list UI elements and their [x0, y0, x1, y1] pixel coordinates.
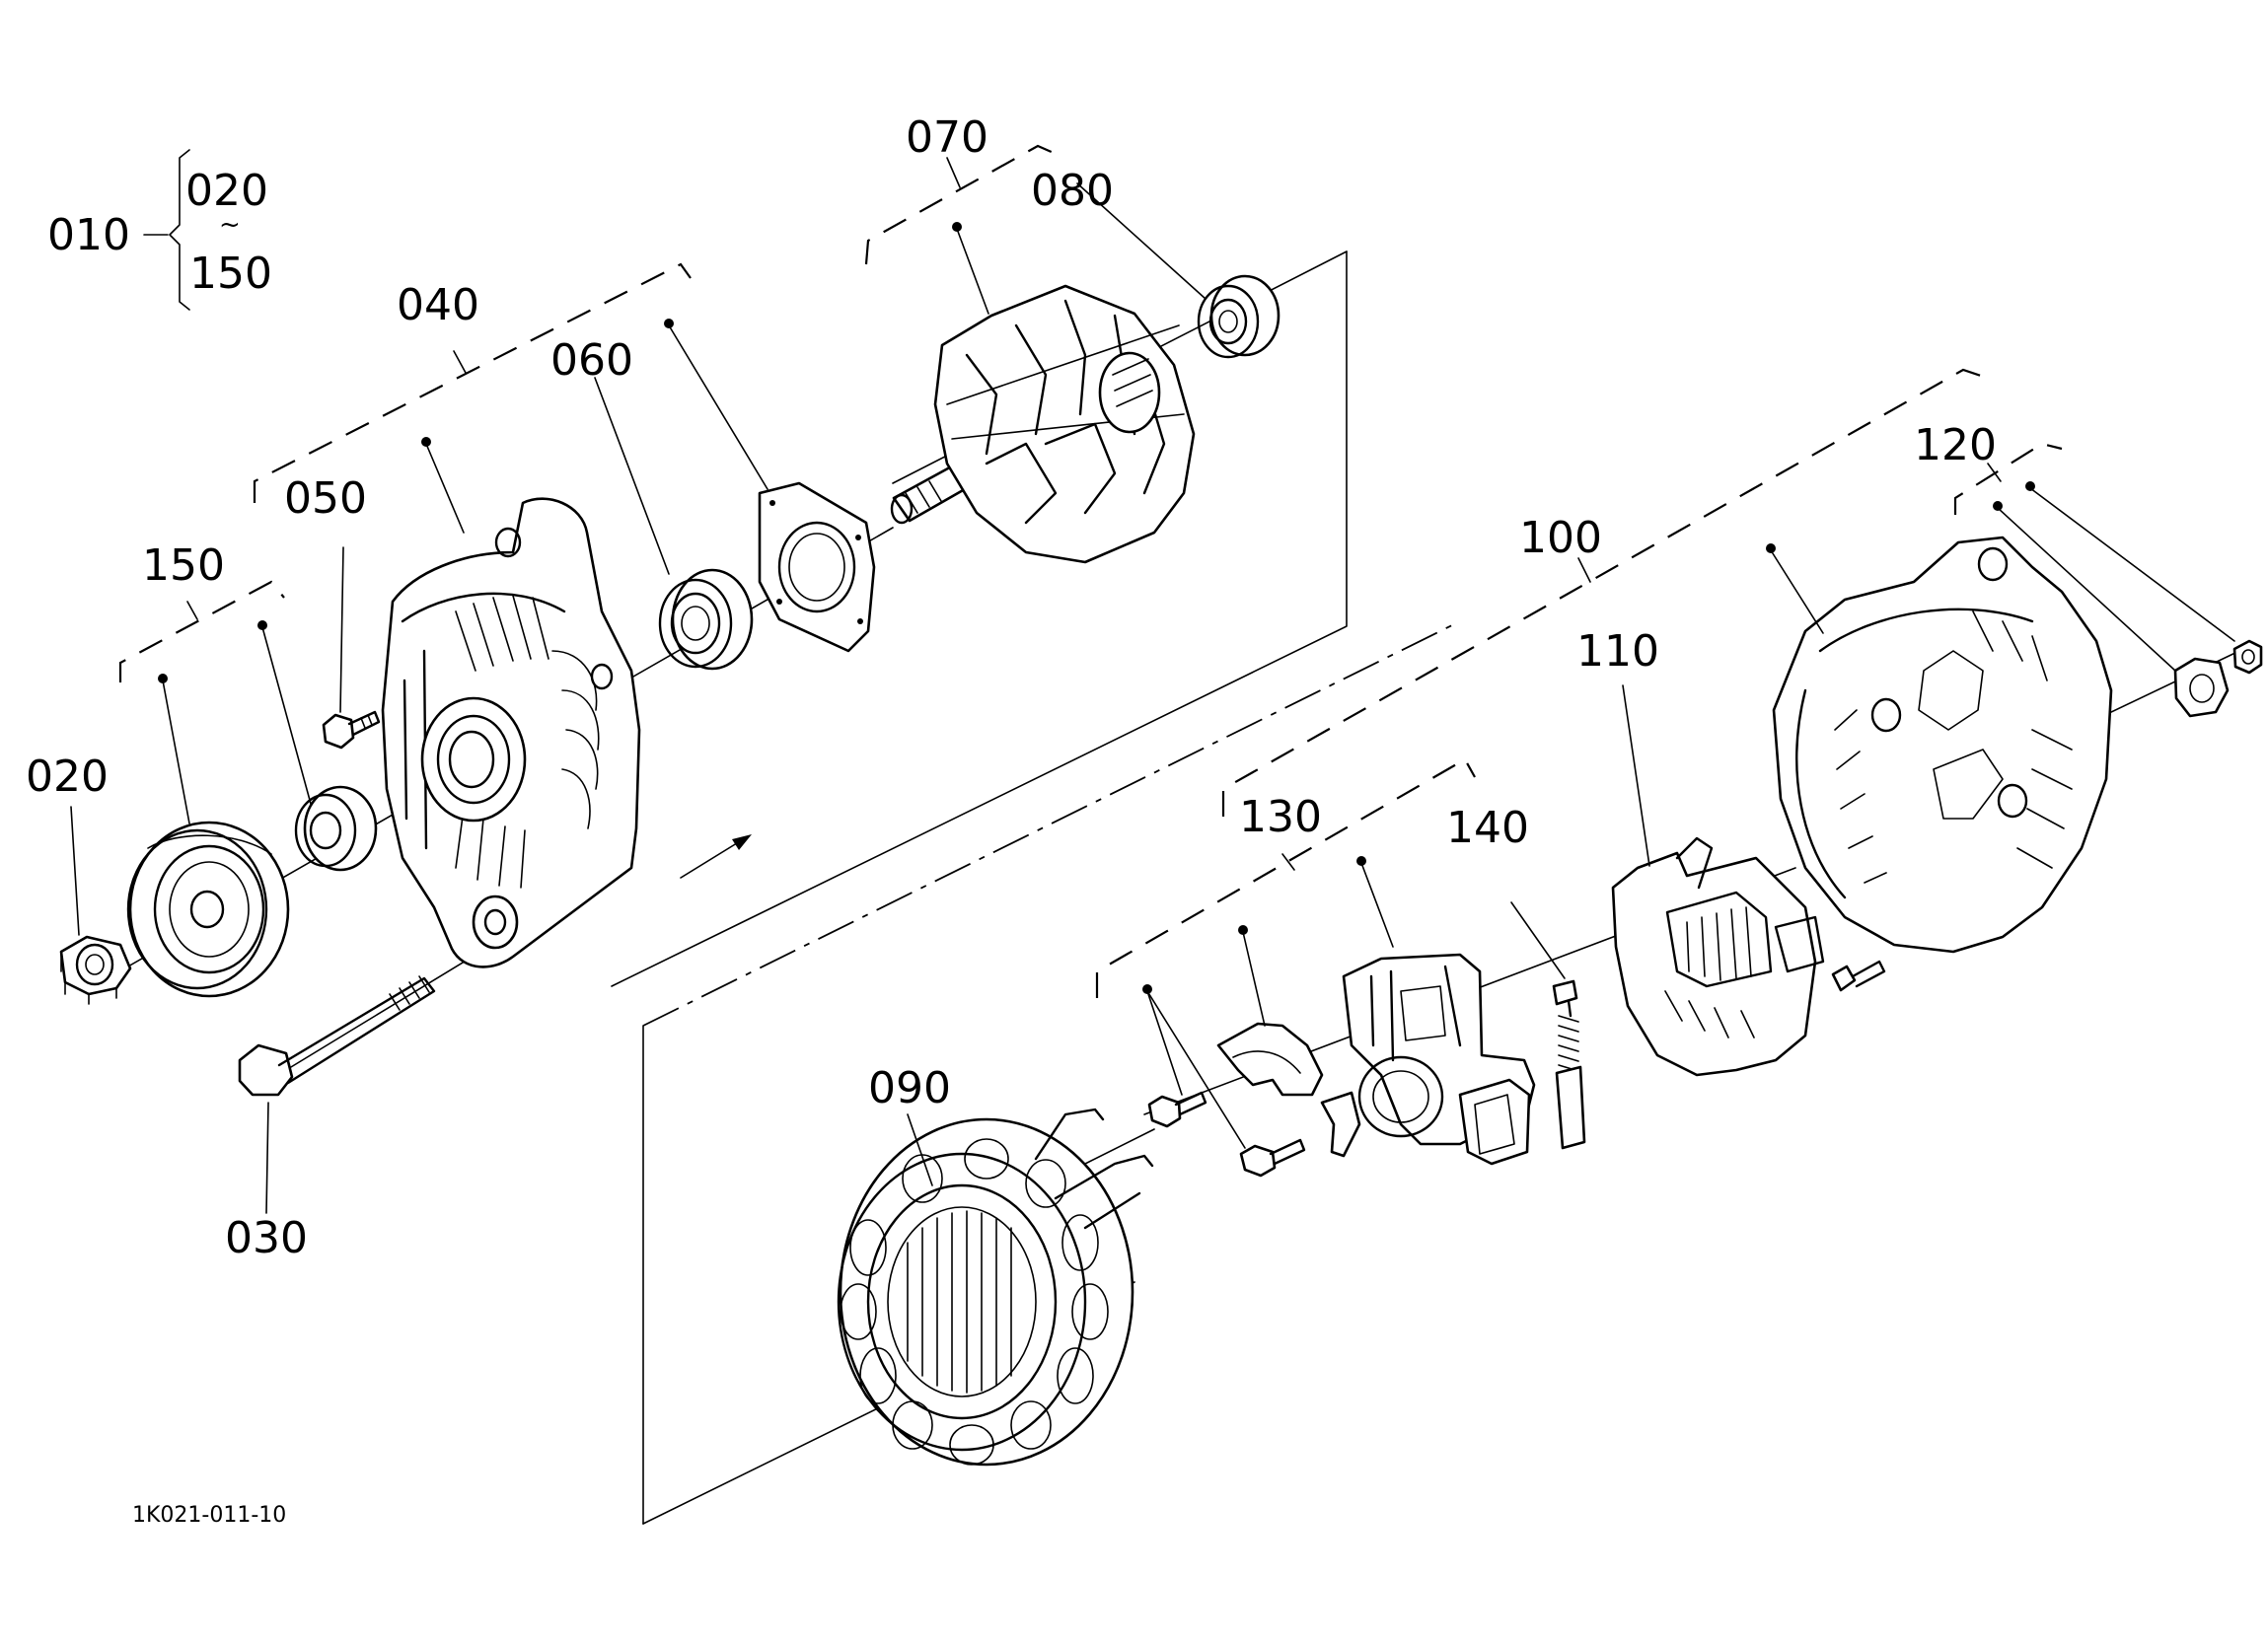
- callout-080: 080: [1031, 166, 1114, 216]
- part-050-bolt: [322, 710, 381, 750]
- callout-150: 150: [142, 540, 225, 591]
- part-140-brush: [1552, 979, 1586, 1150]
- callout-120: 120: [1914, 420, 1997, 470]
- leader-lines: [70, 182, 2235, 1214]
- part-070-rotor: [890, 284, 1196, 564]
- callout-030: 030: [225, 1213, 308, 1263]
- part-030-bolt: [238, 975, 436, 1097]
- part-130-screw-b: [1239, 1138, 1306, 1178]
- part-150-collar: [294, 785, 378, 872]
- part-130-insulator-cover: [1216, 1022, 1361, 1158]
- part-110-rectifier: [1611, 836, 1886, 1077]
- callout-050: 050: [284, 473, 367, 524]
- part-120-terminal: [2173, 639, 2263, 718]
- part-150-pulley: [126, 821, 290, 998]
- callout-140: 140: [1446, 803, 1529, 853]
- callout-010: 010: [47, 210, 130, 260]
- callout-040: 040: [397, 280, 479, 330]
- part-020-nut: [59, 935, 132, 1005]
- part-090-stator: [837, 1108, 1154, 1467]
- part-040-front-bracket: [381, 497, 641, 968]
- part-060-bearing: [658, 568, 754, 671]
- figure-code: 1K021-011-10: [132, 1503, 286, 1528]
- group-brackets: [118, 144, 2063, 998]
- range-separator: ~: [219, 210, 241, 240]
- callout-110: 110: [1576, 626, 1659, 677]
- callout-150-range: 150: [189, 249, 272, 299]
- callout-020-range: 020: [185, 166, 268, 216]
- callout-070: 070: [906, 112, 988, 163]
- callouts: 020 030 040 050 060 070 080 090 100 110 …: [26, 112, 1997, 1263]
- assembly-note: 010 020 ~ 150: [47, 149, 272, 311]
- part-130-screw-a: [1147, 1091, 1207, 1128]
- callout-060: 060: [550, 335, 633, 386]
- callout-020: 020: [26, 752, 109, 802]
- callout-130: 130: [1239, 792, 1322, 842]
- part-100-rear-bracket: [1772, 536, 2113, 954]
- part-bearing-retainer-plate: [758, 481, 876, 653]
- part-080-bearing: [1197, 274, 1280, 359]
- callout-100: 100: [1519, 513, 1602, 563]
- callout-090: 090: [868, 1063, 951, 1113]
- leader-dots: [158, 222, 2035, 994]
- part-130-regulator: [1342, 953, 1536, 1166]
